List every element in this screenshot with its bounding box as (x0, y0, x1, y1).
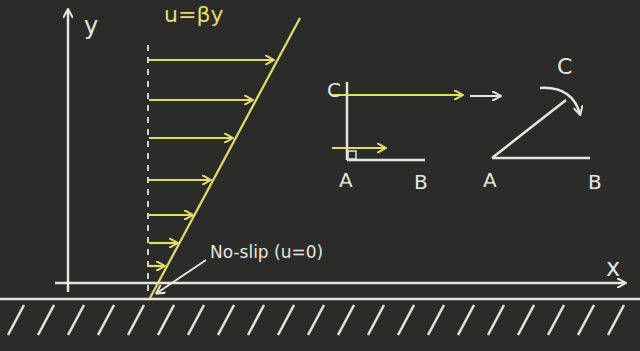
axis-label: x (606, 256, 620, 280)
ground-hatching (0, 299, 640, 335)
axes (55, 10, 625, 292)
point-label: A (483, 170, 497, 190)
axis-label: y (84, 14, 98, 38)
point-label: A (339, 170, 353, 190)
velocity-formula: u=βy (164, 4, 223, 26)
point-label: B (414, 172, 428, 192)
point-label: C (557, 56, 572, 78)
point-label: B (588, 172, 602, 192)
fluid-element-after (492, 88, 590, 158)
boundary-note: No-slip (u=0) (210, 244, 323, 261)
point-label: C (327, 80, 341, 100)
fluid-element-before (332, 82, 500, 160)
leader-line (157, 260, 206, 293)
